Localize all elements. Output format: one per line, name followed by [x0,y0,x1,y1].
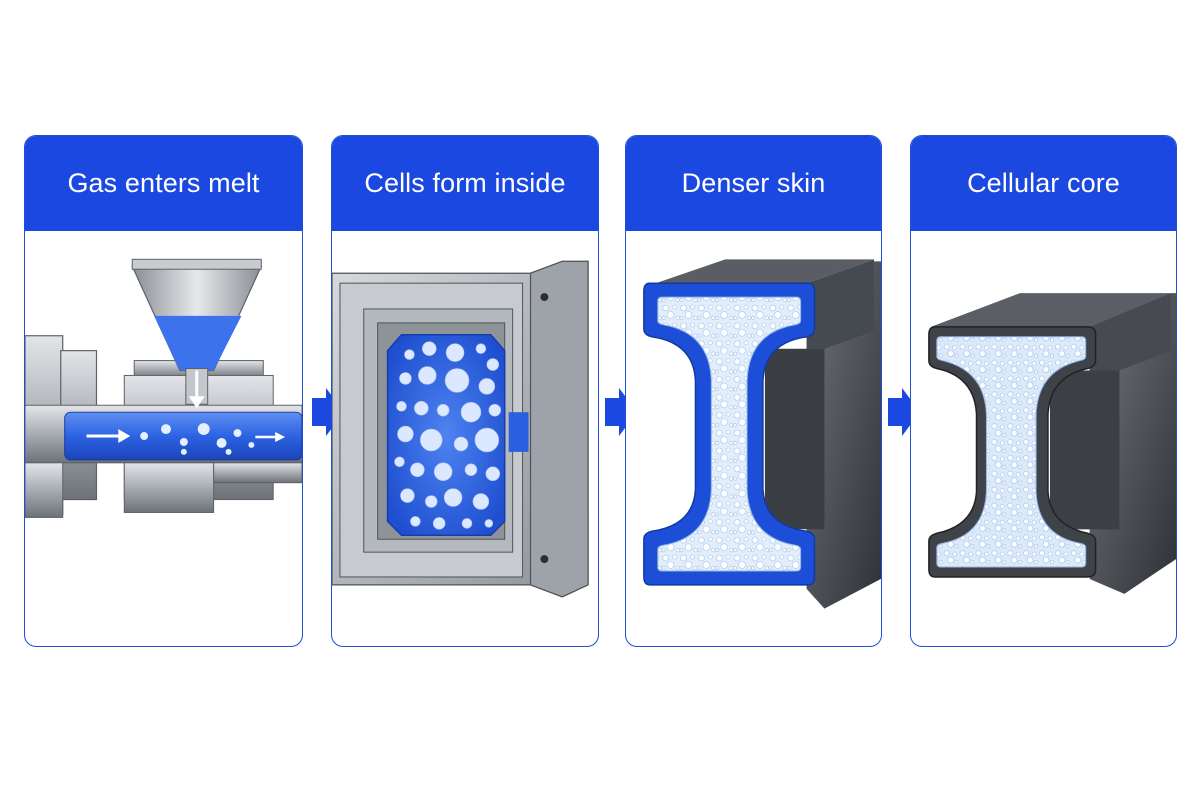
i-beam-skin-illustration [643,259,881,609]
i-beam-core-illustration [928,293,1176,594]
i-beam-foam-core-icon [911,231,1176,646]
injection-barrel-hopper-icon [25,231,302,646]
step-panel-gas-enters-melt: Gas enters melt [24,135,303,647]
arrow-right-icon [312,388,344,436]
step-header: Cellular core [911,136,1176,231]
step-title: Cells form inside [364,168,566,198]
injection-barrel-illustration [25,258,302,518]
step-title: Cellular core [967,168,1120,198]
arrow-right-icon [605,388,637,436]
step-header: Gas enters melt [25,136,302,231]
i-beam-blue-skin-icon [626,231,881,646]
mold-cavity-foam-icon [332,231,598,646]
step-title: Gas enters melt [67,168,260,198]
step-panel-denser-skin: Denser skin [625,135,882,647]
step-header: Cells form inside [332,136,598,231]
step-panel-cells-form-inside: Cells form inside [331,135,599,647]
step-header: Denser skin [626,136,881,231]
mold-cavity-illustration [332,260,589,598]
arrow-right-icon [888,388,920,436]
step-title: Denser skin [681,168,826,198]
step-panel-cellular-core: Cellular core [910,135,1177,647]
